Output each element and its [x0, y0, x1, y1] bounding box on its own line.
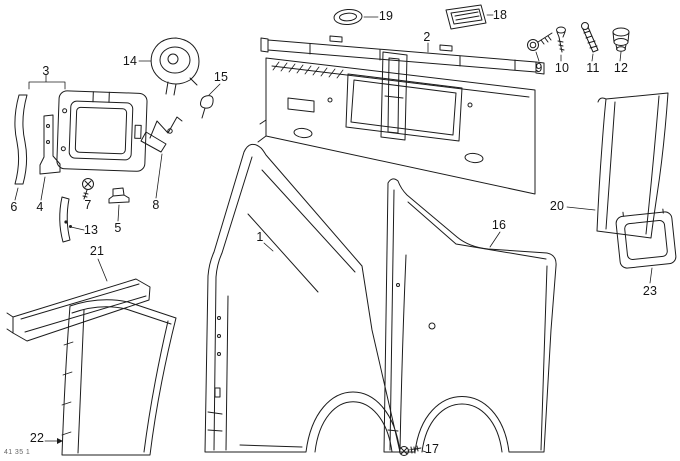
- part-label-9: 9: [535, 60, 543, 75]
- part-label-2: 2: [423, 29, 431, 44]
- part-label-17: 17: [424, 441, 440, 456]
- part-label-5: 5: [114, 220, 122, 235]
- part-label-13: 13: [83, 222, 99, 237]
- part-label-18: 18: [492, 7, 508, 22]
- part-label-8: 8: [152, 197, 160, 212]
- part-label-4: 4: [36, 199, 44, 214]
- part-label-23: 23: [642, 283, 658, 298]
- lower-panels-drawing: [6, 278, 177, 456]
- side-frame-drawing: [204, 143, 401, 453]
- part-label-21: 21: [89, 243, 105, 258]
- part-label-16: 16: [491, 217, 507, 232]
- tail-panel-drawing: [257, 35, 545, 195]
- part-label-6: 6: [10, 199, 18, 214]
- small-parts-drawing: [82, 4, 630, 456]
- part-label-11: 11: [586, 60, 600, 75]
- part-label-3: 3: [42, 63, 50, 78]
- part-label-19: 19: [378, 8, 394, 23]
- diagram-code: 41 35 1: [4, 449, 31, 456]
- part-label-15: 15: [213, 69, 229, 84]
- filler-flap-drawing: [14, 37, 214, 243]
- part-label-7: 7: [84, 197, 92, 212]
- part-label-20: 20: [549, 198, 565, 213]
- quarter-panel-drawing: [383, 178, 557, 453]
- right-panels-drawing: [596, 92, 677, 269]
- part-label-12: 12: [613, 60, 629, 75]
- part-label-10: 10: [554, 60, 570, 75]
- leader-lines: [14, 14, 653, 453]
- part-label-22: 22: [29, 430, 45, 445]
- part-label-14: 14: [122, 53, 138, 68]
- part-label-1: 1: [256, 229, 264, 244]
